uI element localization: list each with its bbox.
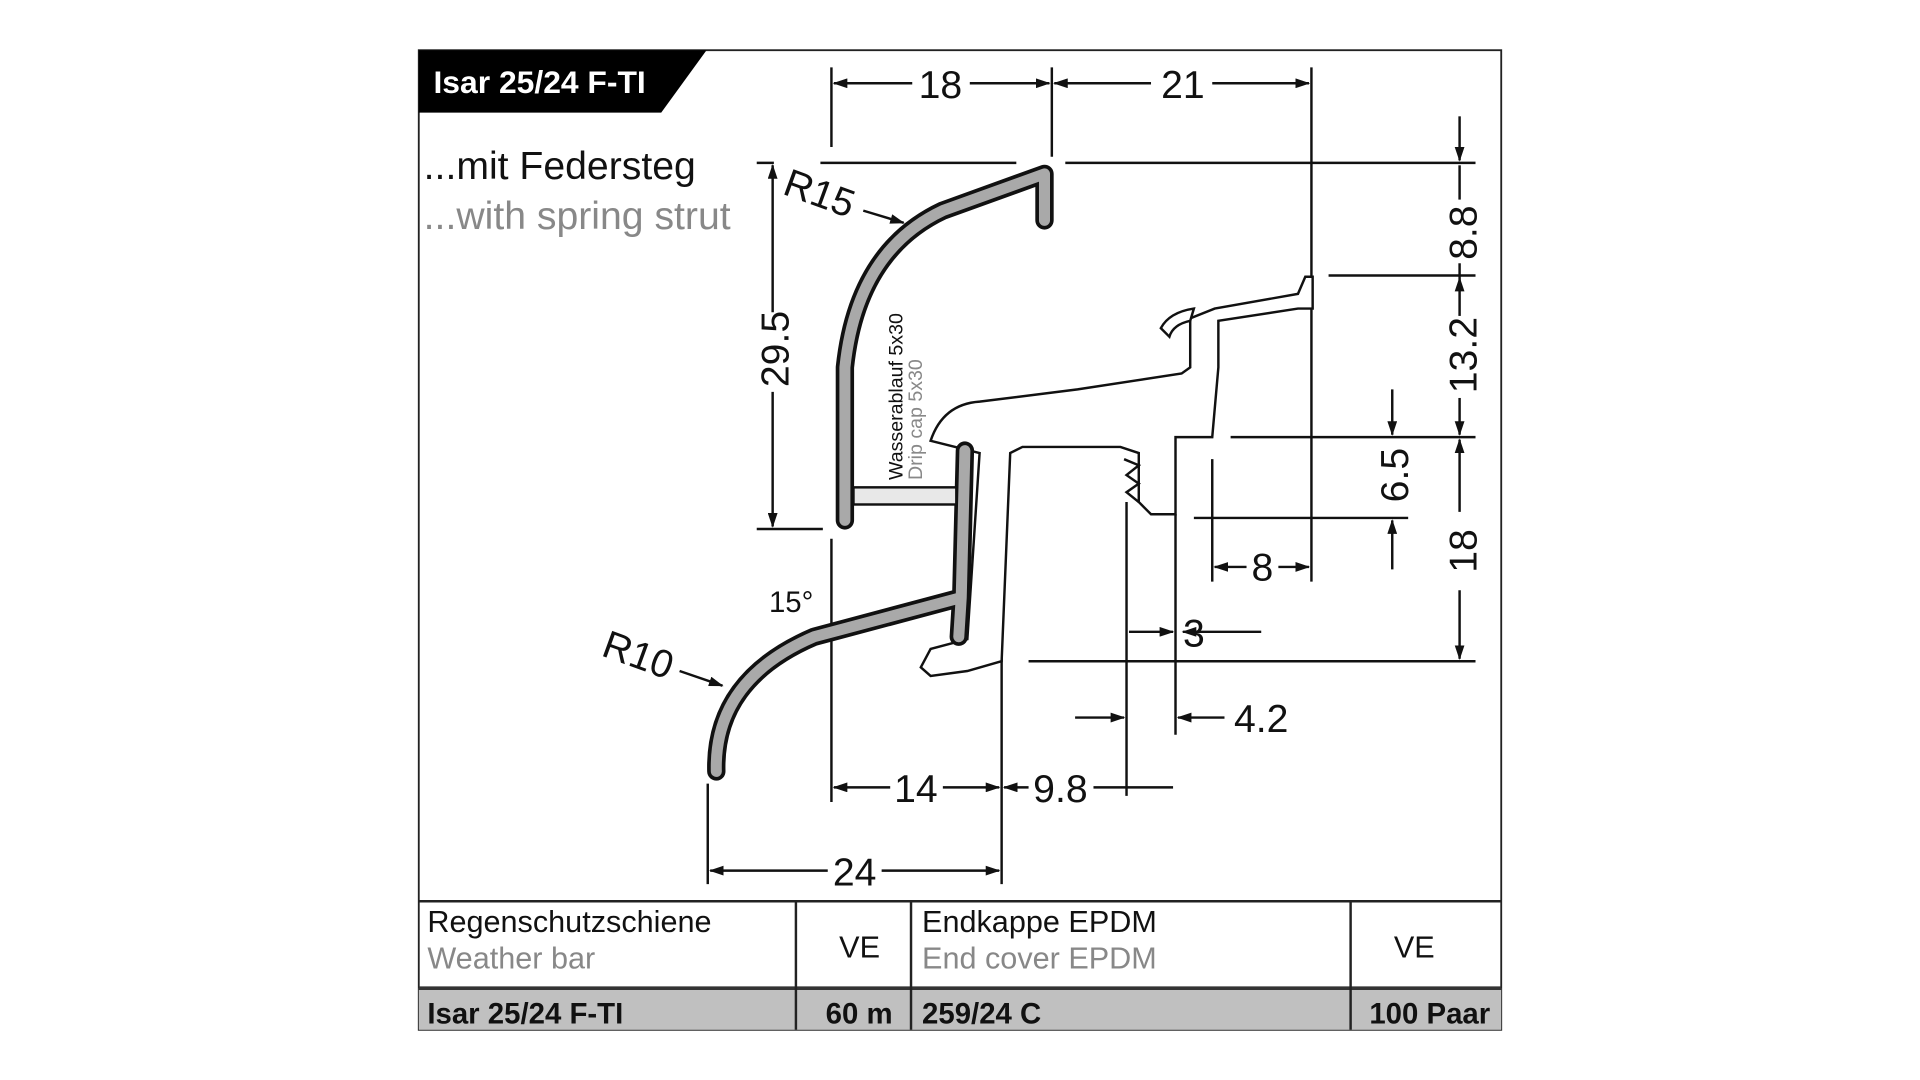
header-end-cover-en: End cover EPDM — [922, 942, 1157, 976]
header-ve-1: VE — [839, 931, 880, 965]
frame-profile — [919, 275, 1314, 678]
dim-4-2: 4.2 — [1234, 698, 1288, 741]
header-weather-bar-en: Weather bar — [427, 942, 595, 976]
angle-label: 15° — [769, 586, 813, 619]
drip-cap-label-de: Wasserablauf 5x30 — [885, 313, 907, 480]
dim-9-8: 9.8 — [1033, 768, 1087, 811]
dimension-arrows — [679, 78, 1465, 876]
dim-3: 3 — [1183, 613, 1205, 656]
dim-14: 14 — [894, 768, 938, 811]
cell-ve-end-cover: 100 Paar — [1369, 998, 1490, 1031]
dim-6-5: 6.5 — [1374, 448, 1417, 502]
dim-8-8: 8.8 — [1443, 205, 1486, 259]
table-row — [418, 988, 1502, 1030]
dim-21: 21 — [1161, 64, 1205, 107]
header-weather-bar-de: Regenschutzschiene — [427, 905, 711, 939]
dim-8: 8 — [1252, 546, 1274, 589]
dim-18-right: 18 — [1443, 529, 1486, 573]
dim-24: 24 — [833, 851, 877, 894]
header-end-cover-de: Endkappe EPDM — [922, 905, 1157, 939]
subtitle-de: ...mit Federsteg — [424, 145, 696, 188]
cell-ve-product: 60 m — [826, 998, 893, 1031]
title-banner — [418, 50, 707, 113]
weather-bar-profile — [707, 164, 1054, 781]
drip-cap — [852, 486, 958, 506]
cell-product: Isar 25/24 F-TI — [427, 998, 623, 1031]
subtitle-en: ...with spring strut — [424, 195, 731, 238]
dim-29-5: 29.5 — [755, 311, 798, 387]
product-title: Isar 25/24 F-TI — [433, 64, 645, 100]
drip-cap-label-en: Drip cap 5x30 — [905, 359, 927, 480]
cell-end-cover: 259/24 C — [922, 998, 1041, 1031]
dim-13-2: 13.2 — [1443, 317, 1486, 393]
header-ve-2: VE — [1394, 931, 1435, 965]
product-table: Regenschutzschiene Weather bar VE Endkap… — [418, 900, 1502, 1031]
dim-18-top: 18 — [919, 64, 963, 107]
